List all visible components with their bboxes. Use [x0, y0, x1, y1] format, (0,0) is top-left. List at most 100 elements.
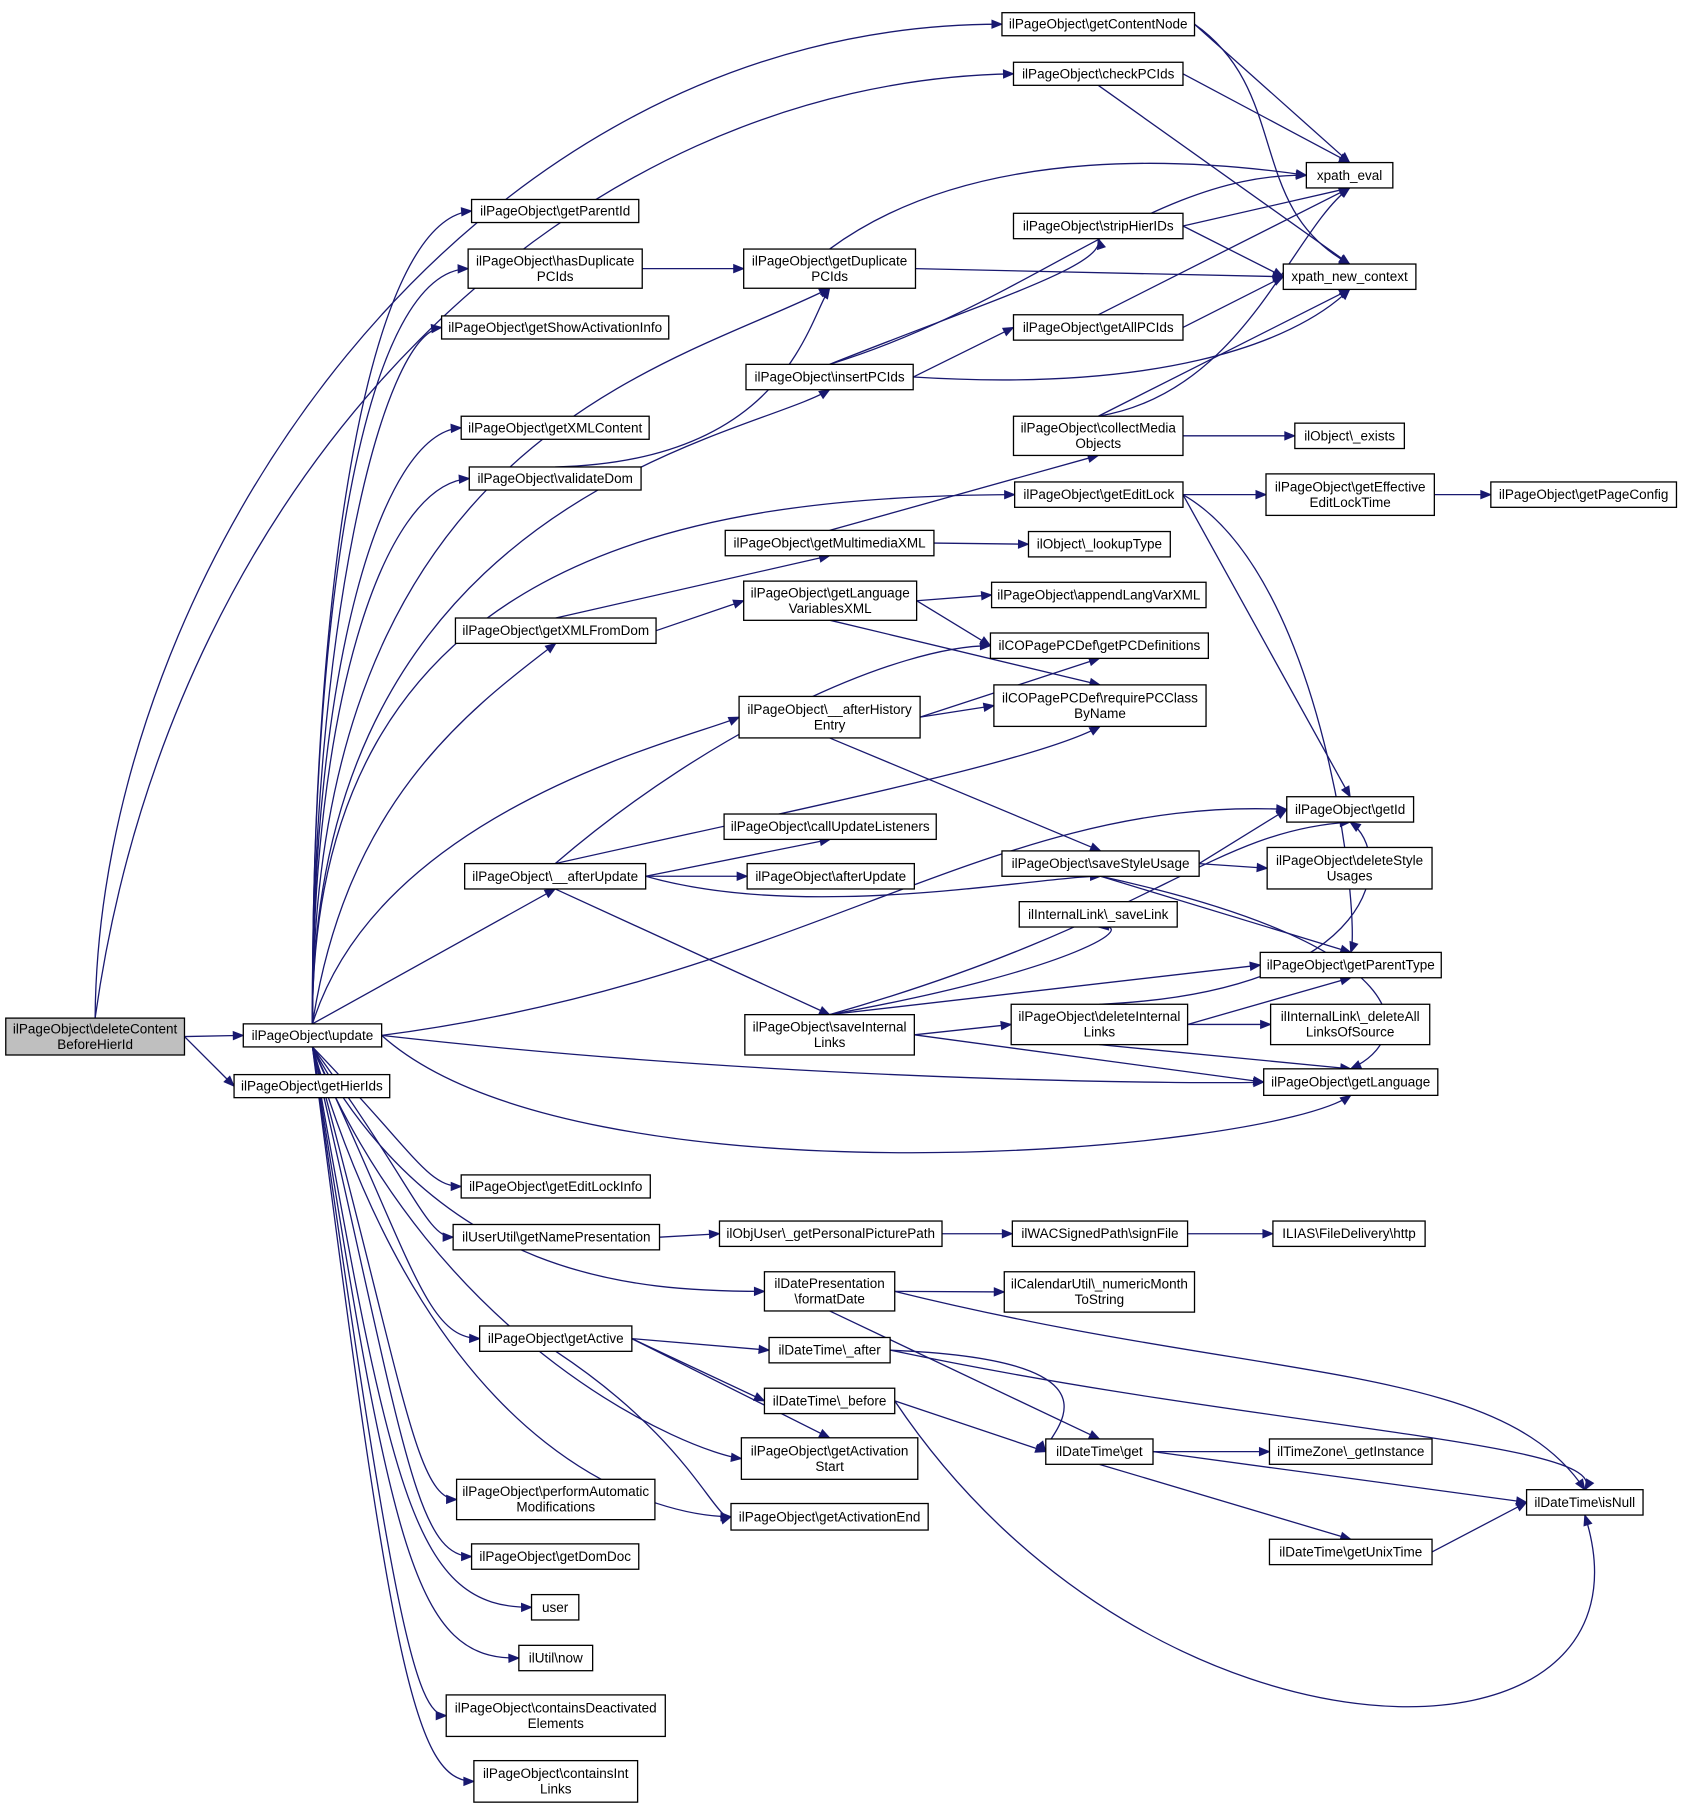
node-getShowActivationInfo[interactable]: ilPageObject\getShowActivationInfo [440, 315, 670, 340]
node-box[interactable] [440, 315, 670, 340]
node-box[interactable] [1282, 263, 1417, 291]
node-getMultimediaXML[interactable]: ilPageObject\getMultimediaXML [724, 529, 935, 557]
node-getParentId[interactable]: ilPageObject\getParentId [470, 198, 640, 224]
node-box[interactable] [1490, 481, 1678, 508]
node-getLanguage[interactable]: ilPageObject\getLanguage [1263, 1068, 1439, 1097]
node-box[interactable] [1263, 1068, 1439, 1097]
node-getAllPCIds[interactable]: ilPageObject\getAllPCIds [1012, 314, 1184, 341]
node-box[interactable] [1003, 1271, 1196, 1313]
node-box[interactable] [1294, 422, 1406, 450]
node-box[interactable] [1001, 850, 1200, 877]
node-box[interactable] [1001, 12, 1196, 37]
node-box[interactable] [1010, 1003, 1189, 1046]
node-stripHierIDs[interactable]: ilPageObject\stripHierIDs [1012, 212, 1184, 240]
node-getParentType[interactable]: ilPageObject\getParentType [1259, 951, 1442, 979]
node-dtget[interactable]: ilDateTime\get [1045, 1438, 1154, 1465]
node-box[interactable] [473, 1759, 639, 1803]
node-box[interactable] [479, 1325, 633, 1352]
node-getContentNode[interactable]: ilPageObject\getContentNode [1001, 12, 1196, 37]
node-box[interactable] [1268, 1538, 1433, 1566]
node-isNull[interactable]: ilDateTime\isNull [1525, 1489, 1644, 1516]
node-box[interactable] [468, 466, 642, 491]
node-box[interactable] [1027, 530, 1171, 558]
node-callUpdateListeners[interactable]: ilPageObject\callUpdateListeners [723, 813, 937, 841]
node-getNamePresentation[interactable]: ilUserUtil\getNamePresentation [452, 1223, 661, 1251]
node-box[interactable] [460, 1174, 651, 1199]
node-box[interactable] [5, 1017, 186, 1056]
node-box[interactable] [1259, 951, 1442, 979]
node-box[interactable] [1012, 61, 1184, 86]
node-performAutomaticModifications[interactable]: ilPageObject\performAutomaticModificatio… [455, 1478, 656, 1521]
node-getId[interactable]: ilPageObject\getId [1286, 796, 1415, 823]
node---afterUpdate[interactable]: ilPageObject\__afterUpdate [464, 862, 647, 890]
node-box[interactable] [1272, 1220, 1426, 1248]
node-getPersonalPicturePath[interactable]: ilObjUser\_getPersonalPicturePath [718, 1220, 943, 1248]
node-afterUpdate[interactable]: ilPageObject\afterUpdate [746, 862, 915, 890]
node-xpath-eval[interactable]: xpath_eval [1305, 161, 1394, 189]
node-box[interactable] [467, 248, 643, 289]
node-getPCDefinitions[interactable]: ilCOPagePCDef\getPCDefinitions [989, 632, 1209, 660]
node-box[interactable] [740, 1437, 919, 1480]
node-saveStyleUsage[interactable]: ilPageObject\saveStyleUsage [1001, 850, 1200, 877]
node-box[interactable] [768, 1336, 891, 1364]
node-update[interactable]: ilPageObject\update [242, 1023, 383, 1048]
node-ilObject-exists[interactable]: ilObject\_exists [1294, 422, 1406, 450]
node-getActivationEnd[interactable]: ilPageObject\getActivationEnd [730, 1502, 929, 1531]
node-before[interactable]: ilDateTime\_before [763, 1387, 896, 1415]
node-box[interactable] [1265, 473, 1435, 517]
node-now[interactable]: ilUtil\now [518, 1644, 594, 1672]
node-box[interactable] [746, 862, 915, 890]
node-box[interactable] [242, 1023, 383, 1048]
node-checkPCIds[interactable]: ilPageObject\checkPCIds [1012, 61, 1184, 86]
node-box[interactable] [718, 1220, 943, 1248]
node-box[interactable] [990, 581, 1207, 609]
node-getInstance[interactable]: ilTimeZone\_getInstance [1268, 1438, 1433, 1465]
node-validateDom[interactable]: ilPageObject\validateDom [468, 466, 642, 491]
node-getUnixTime[interactable]: ilDateTime\getUnixTime [1268, 1538, 1433, 1566]
node-box[interactable] [1012, 415, 1184, 457]
node-getEditLockInfo[interactable]: ilPageObject\getEditLockInfo [460, 1174, 651, 1199]
node-saveLink[interactable]: ilInternalLink\_saveLink [1018, 901, 1178, 928]
node-box[interactable] [454, 617, 657, 645]
node-box[interactable] [445, 1694, 666, 1738]
node-getXMLFromDom[interactable]: ilPageObject\getXMLFromDom [454, 617, 657, 645]
node-box[interactable] [452, 1223, 661, 1251]
node-box[interactable] [1012, 314, 1184, 341]
node-box[interactable] [1269, 1003, 1431, 1046]
node-box[interactable] [743, 580, 918, 621]
node-box[interactable] [745, 363, 914, 391]
node-signFile[interactable]: ilWACSignedPath\signFile [1011, 1220, 1189, 1248]
node-box[interactable] [1013, 481, 1184, 508]
node-getPageConfig[interactable]: ilPageObject\getPageConfig [1490, 481, 1678, 508]
node-box[interactable] [763, 1387, 896, 1415]
node-lookupType[interactable]: ilObject\_lookupType [1027, 530, 1171, 558]
node-box[interactable] [1286, 796, 1415, 823]
node-box[interactable] [455, 1478, 656, 1521]
node-box[interactable] [730, 1502, 929, 1531]
node-xpath-new-context[interactable]: xpath_new_context [1282, 263, 1417, 291]
node-box[interactable] [460, 415, 650, 440]
node-box[interactable] [1268, 1438, 1433, 1465]
node-getXMLContent[interactable]: ilPageObject\getXMLContent [460, 415, 650, 440]
node-box[interactable] [464, 862, 647, 890]
node-box[interactable] [1045, 1438, 1154, 1465]
node-box[interactable] [743, 248, 917, 289]
node-box[interactable] [993, 684, 1207, 728]
node-box[interactable] [763, 1271, 896, 1312]
node-box[interactable] [744, 1013, 915, 1056]
node-box[interactable] [518, 1644, 594, 1672]
